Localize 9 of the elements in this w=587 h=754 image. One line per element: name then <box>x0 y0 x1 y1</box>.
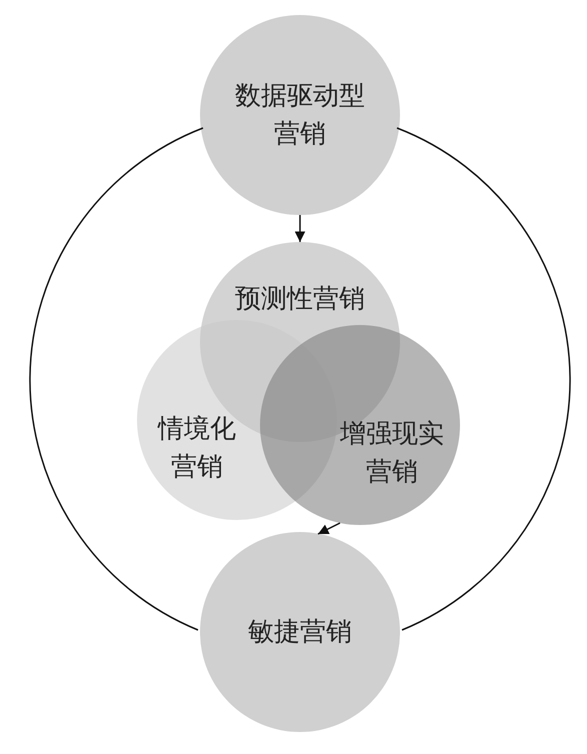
connector-arc <box>396 127 570 631</box>
circle-label: 情境化营销 <box>156 413 237 484</box>
arrow <box>294 215 306 242</box>
arrow <box>318 522 340 535</box>
circle-label: 增强现实营销 <box>339 418 445 489</box>
circle-label: 预测性营销 <box>234 283 366 316</box>
circle-label: 数据驱动型营销 <box>234 80 366 151</box>
connector-arc <box>30 127 204 631</box>
circle-label: 敏捷营销 <box>247 616 353 649</box>
